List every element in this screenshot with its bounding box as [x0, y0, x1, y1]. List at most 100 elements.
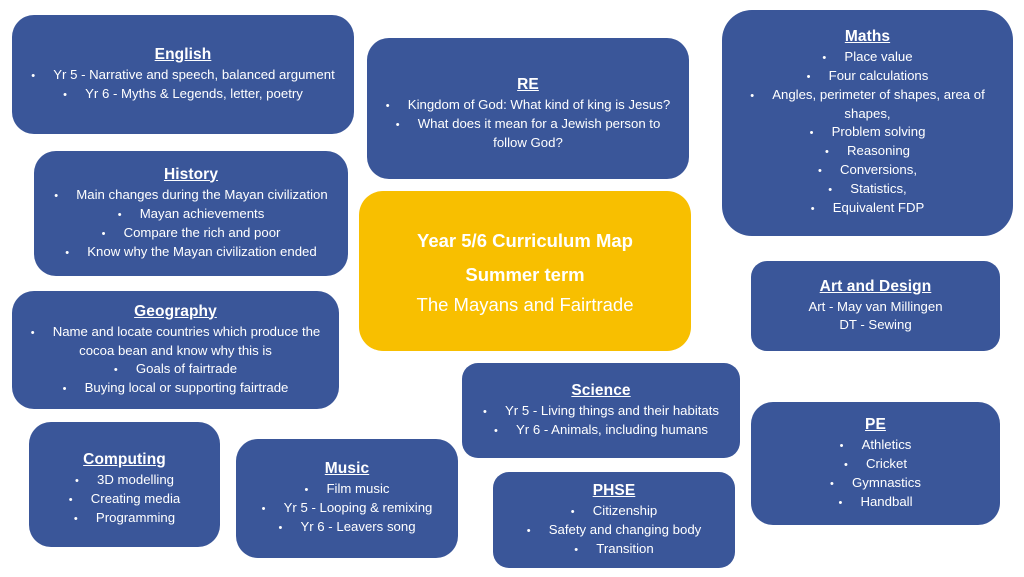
bullet-icon: • [395, 118, 400, 131]
geography-title: Geography [134, 302, 217, 320]
topic-label: The Mayans and Fairtrade [416, 294, 634, 315]
bullet-icon: • [493, 424, 498, 437]
bullet-icon: • [843, 458, 848, 471]
bullet-icon: • [68, 494, 73, 506]
computing-list: •3D modelling •Creating media •Programmi… [69, 471, 180, 528]
bullet-icon: • [750, 90, 755, 102]
bullet-icon: • [482, 405, 487, 418]
list-item: •Yr 6 - Leavers song [262, 518, 433, 537]
list-item: •Buying local or supporting fairtrade [26, 379, 326, 398]
history-box: History •Main changes during the Mayan c… [34, 151, 348, 276]
list-item: •Kingdom of God: What kind of king is Je… [378, 96, 678, 115]
bullet-icon: • [63, 88, 67, 101]
computing-title: Computing [83, 451, 166, 468]
bullet-icon: • [65, 246, 70, 259]
list-item: •Yr 5 - Looping & remixing [262, 499, 433, 518]
list-item: •Reasoning [740, 142, 995, 161]
list-item: •Yr 5 - Narrative and speech, balanced a… [31, 66, 335, 85]
maths-title: Maths [844, 28, 891, 45]
list-item: •Statistics, [740, 180, 995, 199]
list-item: •Angles, perimeter of shapes, area of sh… [750, 87, 985, 121]
list-item: •Cricket [830, 455, 921, 474]
list-item: •Main changes during the Mayan civilizat… [54, 186, 327, 205]
pe-title: PE [865, 415, 886, 433]
english-title: English [154, 45, 212, 63]
bullet-icon: • [54, 189, 59, 202]
list-item: •Gymnastics [830, 474, 921, 493]
pe-box: PE •Athletics •Cricket •Gymnastics •Hand… [751, 402, 1000, 525]
bullet-icon: • [830, 477, 834, 490]
history-list: •Main changes during the Mayan civilizat… [54, 186, 327, 262]
re-box: RE •Kingdom of God: What kind of king is… [367, 38, 689, 179]
list-item: •Citizenship [527, 502, 702, 521]
history-title: History [163, 165, 219, 183]
bullet-icon: • [101, 227, 106, 240]
list-item: •Yr 6 - Animals, including humans [483, 421, 719, 440]
bullet-icon: • [828, 184, 833, 196]
bullet-icon: • [62, 382, 67, 395]
term-label: Summer term [465, 264, 585, 285]
list-item: •Place value [740, 48, 995, 67]
bullet-icon: • [117, 208, 122, 221]
list-item: •Mayan achievements [54, 205, 327, 224]
bullet-icon: • [30, 326, 35, 339]
list-item: •Equivalent FDP [740, 199, 995, 218]
list-item: •Yr 5 - Living things and their habitats [483, 402, 719, 421]
list-item: •Conversions, [740, 161, 995, 180]
maths-list: •Place value •Four calculations •Angles,… [740, 48, 995, 218]
bullet-icon: • [818, 165, 822, 177]
science-title: Science [571, 381, 631, 399]
list-item: •Programming [69, 509, 180, 528]
science-box: Science •Yr 5 - Living things and their … [462, 363, 740, 458]
bullet-icon: • [839, 439, 844, 452]
list-item: •3D modelling [69, 471, 180, 490]
english-list: •Yr 5 - Narrative and speech, balanced a… [31, 66, 335, 104]
list-item: •Athletics [830, 436, 921, 455]
bullet-icon: • [570, 505, 575, 518]
computing-box: Computing •3D modelling •Creating media … [29, 422, 220, 547]
bullet-icon: • [838, 496, 843, 509]
music-box: Music •Film music •Yr 5 - Looping & remi… [236, 439, 458, 558]
re-list: •Kingdom of God: What kind of king is Je… [378, 96, 678, 152]
bullet-icon: • [574, 543, 579, 556]
bullet-icon: • [385, 99, 390, 112]
bullet-icon: • [822, 52, 827, 64]
list-item: •Handball [830, 493, 921, 512]
bullet-icon: • [73, 513, 78, 525]
phse-box: PHSE •Citizenship •Safety and changing b… [493, 472, 735, 568]
bullet-icon: • [278, 522, 283, 534]
list-item: •Yr 6 - Myths & Legends, letter, poetry [31, 85, 335, 104]
list-item: •Problem solving [740, 123, 995, 142]
art-design-title: Art and Design [819, 277, 932, 295]
music-title: Music [324, 460, 370, 477]
bullet-icon: • [75, 475, 79, 487]
list-item: •Compare the rich and poor [54, 224, 327, 243]
list-item: •Transition [527, 540, 702, 559]
list-item: •Safety and changing body [527, 521, 702, 540]
bullet-icon: • [824, 146, 829, 158]
re-title: RE [517, 75, 539, 93]
bullet-icon: • [810, 203, 815, 215]
list-item: •Goals of fairtrade [26, 360, 326, 379]
curriculum-title: Year 5/6 Curriculum Map [417, 230, 633, 251]
phse-list: •Citizenship •Safety and changing body •… [527, 502, 702, 559]
list-item: •Name and locate countries which produce… [30, 323, 321, 358]
geography-list: •Name and locate countries which produce… [26, 323, 326, 398]
art-line: Art - May van Millingen [808, 298, 943, 314]
english-box: English •Yr 5 - Narrative and speech, ba… [12, 15, 354, 134]
list-item: •Know why the Mayan civilization ended [54, 243, 327, 262]
list-item: •What does it mean for a Jewish person t… [395, 115, 661, 150]
bullet-icon: • [304, 484, 309, 496]
maths-box: Maths •Place value •Four calculations •A… [722, 10, 1013, 236]
bullet-icon: • [809, 127, 814, 139]
phse-title: PHSE [592, 481, 636, 499]
dt-line: DT - Sewing [839, 317, 912, 332]
bullet-icon: • [261, 503, 266, 515]
music-list: •Film music •Yr 5 - Looping & remixing •… [262, 480, 433, 537]
curriculum-title-box: Year 5/6 Curriculum Map Summer term The … [359, 191, 691, 351]
list-item: •Four calculations [740, 67, 995, 86]
bullet-icon: • [113, 363, 118, 376]
list-item: •Creating media [69, 490, 180, 509]
bullet-icon: • [806, 71, 811, 83]
geography-box: Geography •Name and locate countries whi… [12, 291, 339, 409]
